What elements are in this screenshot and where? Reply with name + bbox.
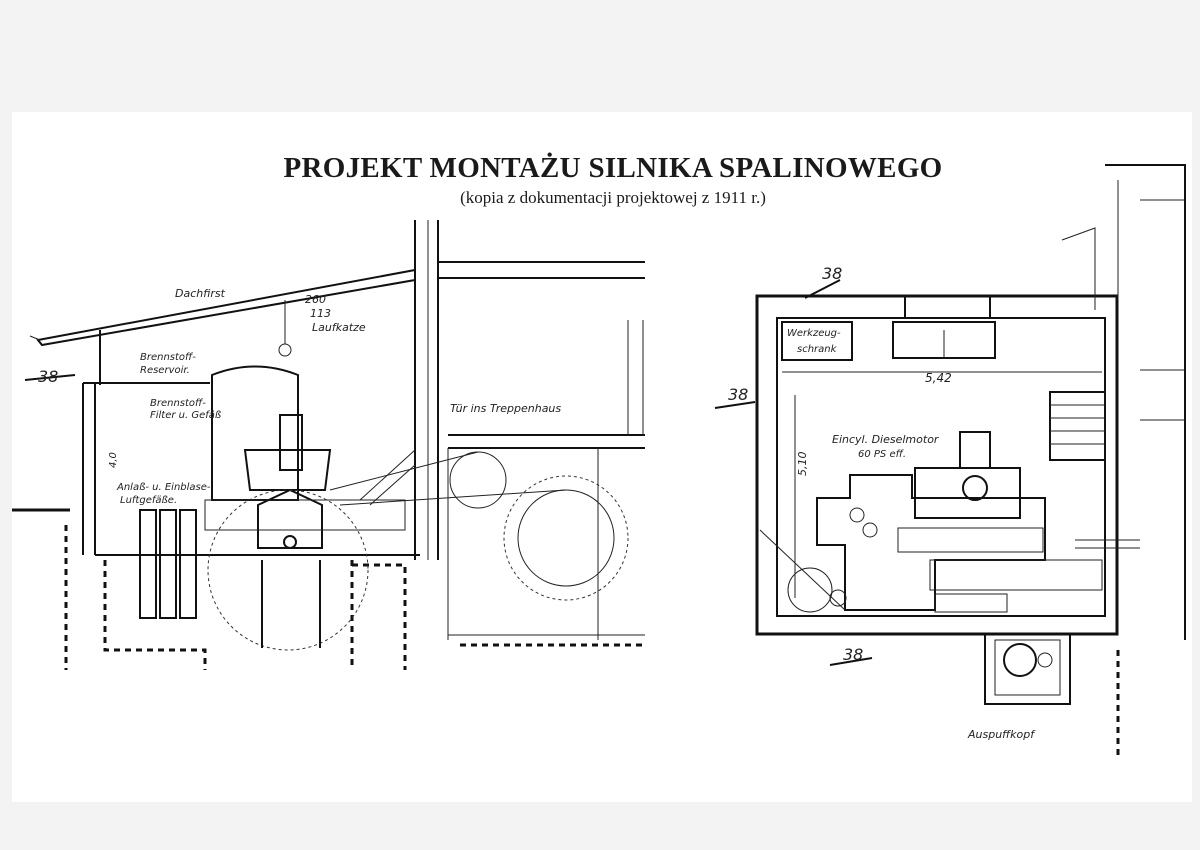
label-stair-door: Tür ins Treppenhaus [450, 402, 561, 415]
diagonal-line [759, 529, 846, 611]
engine-head-plan [959, 431, 991, 469]
foundation-column [352, 563, 407, 670]
engine-frame [257, 488, 323, 549]
engine-bedplate [204, 499, 406, 531]
label-motor-2: 60 PS eff. [858, 449, 906, 460]
section-view: 38 Dachfirst 260 113 Laufkatze Brennstof… [12, 220, 645, 670]
label-exhaust: Auspuffkopf [967, 728, 1036, 741]
flywheel-outline [207, 489, 369, 651]
label-fuel-2: Reservoir. [140, 365, 190, 376]
engine-cylinder [243, 449, 332, 491]
section-mark-top-arrow [804, 279, 841, 299]
right-building-outline [1105, 164, 1186, 640]
tool-cabinet [781, 321, 853, 361]
label-height: 4,0 [108, 452, 119, 468]
belt-lower [339, 489, 567, 506]
exhaust-pit [984, 633, 1071, 705]
label-crane-c: Laufkatze [312, 321, 366, 334]
label-roof: Dachfirst [175, 287, 226, 300]
engine-part-1 [849, 507, 865, 523]
section-mark-left: 38 [728, 385, 748, 404]
label-motor-1: Eincyl. Dieselmotor [832, 433, 940, 446]
label-fuel-1: Brennstoff- [140, 352, 196, 363]
document-subtitle: (kopia z dokumentacji projektowej z 1911… [460, 188, 766, 207]
air-bottle-1 [139, 509, 157, 619]
stair-plan [1049, 391, 1106, 461]
flywheel-plan [787, 567, 833, 613]
engine-bed [929, 559, 1103, 591]
label-cabinet-1: Werkzeug- [787, 328, 841, 339]
engine-crankshaft [283, 535, 297, 549]
engine-piston-plan [962, 475, 988, 501]
document-title: PROJEKT MONTAŻU SILNIKA SPALINOWEGO [283, 152, 943, 184]
exhaust-muffler [1003, 643, 1037, 677]
exhaust-pipe [1037, 652, 1053, 668]
pulley-large-outline [503, 475, 629, 601]
label-filter-2: Filter u. Gefäß [150, 410, 221, 421]
room-outer-wall [755, 294, 1119, 636]
right-building-curve [1061, 227, 1096, 310]
label-filter-1: Brennstoff- [150, 398, 206, 409]
air-bottle-2 [159, 509, 177, 619]
plan-view: 38 38 38 Werkzeug- schrank 5,42 5,10 Ein… [714, 164, 1186, 760]
label-tank-1: Anlaß- u. Einblase- [116, 482, 211, 493]
foundation-pit [103, 560, 207, 670]
label-cabinet-2: schrank [797, 344, 838, 355]
belt-upper [329, 451, 479, 491]
section-mark-top: 38 [822, 264, 842, 283]
engine-shaft [897, 527, 1044, 553]
fuel-reservoir-vessel [211, 365, 299, 501]
stair-treads [1050, 404, 1105, 445]
exhaust-pit-inner [994, 639, 1061, 696]
stair-rail [359, 449, 416, 506]
section-mark-arrow [24, 374, 76, 381]
label-width: 5,42 [925, 371, 952, 385]
section-mark-bottom: 38 [843, 645, 863, 664]
section-mark-left-arrow [714, 401, 756, 409]
crane-hook [278, 343, 292, 357]
section-mark-bottom-arrow [829, 657, 873, 666]
engine-cylinder-top [279, 414, 303, 471]
engine-part-2 [862, 522, 878, 538]
pulley-small [449, 451, 507, 509]
label-depth: 5,10 [796, 452, 809, 477]
engine-plate [934, 593, 1008, 613]
engine-cylinder-plan [914, 467, 1021, 519]
label-crane-b: 113 [310, 307, 331, 320]
air-bottle-3 [179, 509, 197, 619]
flywheel-hub [829, 589, 847, 607]
section-mark-label: 38 [38, 367, 58, 386]
exhaust-line [1075, 539, 1140, 549]
pulley-large [517, 489, 615, 587]
roof-eave [29, 335, 41, 341]
label-crane-a: 260 [305, 293, 326, 306]
room-inner-wall [776, 317, 1106, 617]
label-tank-2: Luftgefäße. [120, 495, 177, 506]
right-building-details [1117, 180, 1185, 421]
